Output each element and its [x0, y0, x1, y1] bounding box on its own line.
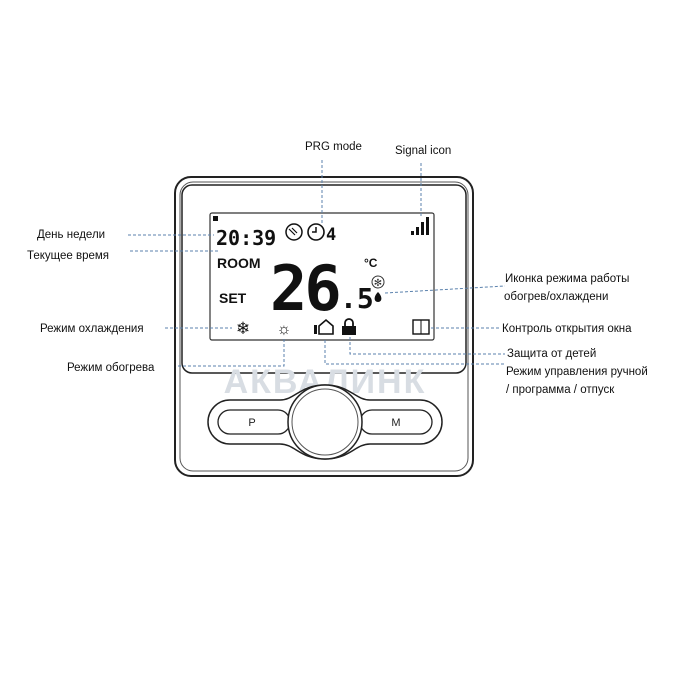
sun-icon: ☼	[277, 321, 292, 338]
program-clock-icon	[307, 223, 325, 241]
label-heating-mode: Режим обогрева	[67, 362, 155, 374]
label-day-of-week: День недели	[37, 229, 105, 241]
window-open-icon	[412, 319, 430, 335]
cooling-active-icon: ✻	[371, 275, 385, 289]
flame-icon	[374, 292, 382, 302]
temperature-integer: 26	[270, 252, 339, 325]
label-cooling-mode: Режим охлаждения	[40, 323, 144, 335]
center-knob[interactable]	[287, 384, 363, 460]
home-mode-icon	[314, 318, 334, 335]
temperature-decimal: .5	[340, 282, 374, 315]
set-label: SET	[219, 290, 247, 306]
room-label: ROOM	[217, 255, 261, 271]
label-prg-mode: PRG mode	[305, 141, 362, 153]
label-child-lock: Защита от детей	[507, 348, 596, 360]
leader-lines	[128, 160, 506, 367]
snowflake-icon: ❄	[236, 319, 250, 338]
device-body-inner-edge	[179, 181, 469, 472]
clock-time: 20:39	[216, 226, 276, 250]
p-button-label: P	[248, 417, 255, 429]
label-mode-icon-line1: Иконка режима работы	[505, 273, 629, 285]
label-control-mode-line1: Режим управления ручной	[506, 366, 648, 378]
lock-icon	[342, 318, 356, 335]
center-knob-inner	[291, 388, 359, 456]
svg-text:✻: ✻	[374, 278, 382, 289]
label-current-time: Текущее время	[27, 250, 109, 262]
label-signal-icon: Signal icon	[395, 145, 451, 157]
day-indicator-icon	[213, 216, 218, 221]
m-button-label: M	[391, 417, 400, 429]
signal-icon	[411, 217, 429, 235]
program-number: 4	[326, 225, 336, 245]
celsius-unit: °C	[364, 256, 378, 270]
manual-hand-icon	[285, 223, 303, 241]
label-window-control: Контроль открытия окна	[502, 323, 632, 335]
label-mode-icon-line2: обогрев/охлаждени	[504, 291, 608, 303]
label-control-mode-line2: / программа / отпуск	[506, 384, 615, 396]
